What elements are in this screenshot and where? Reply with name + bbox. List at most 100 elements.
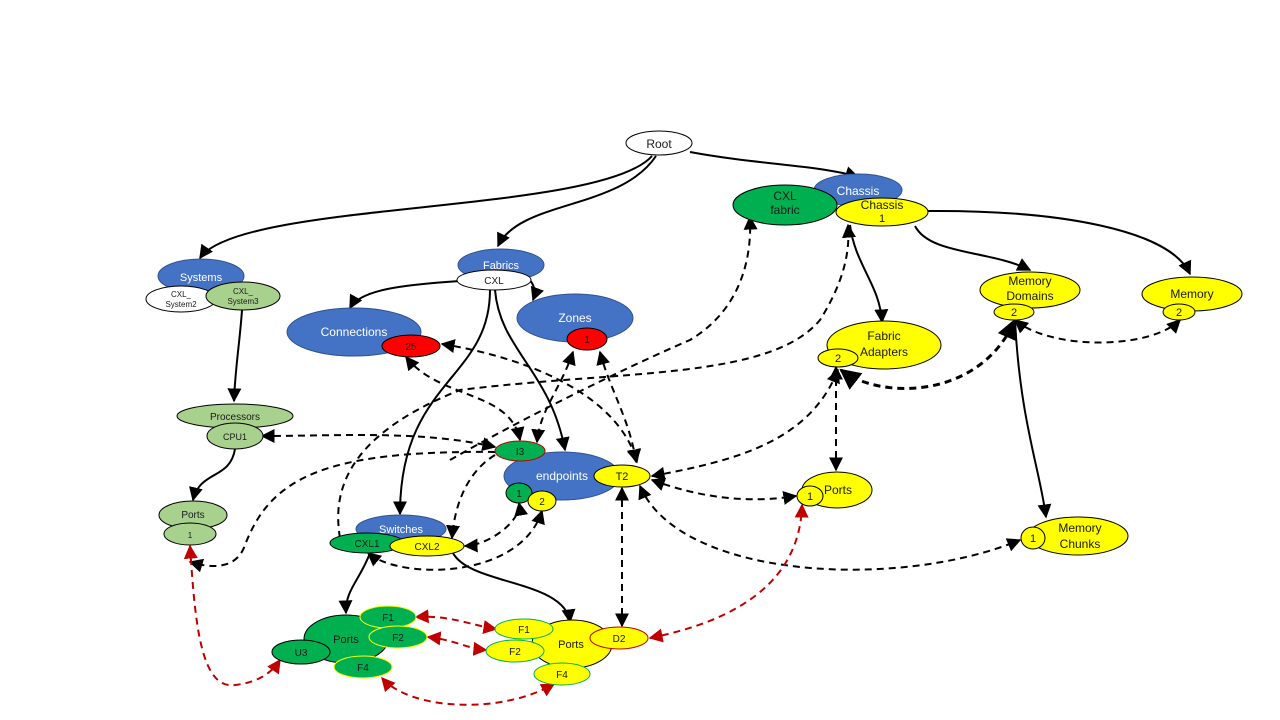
edge-root-fabrics: [497, 155, 657, 248]
cxl-system3-node[interactable]: CXL_ System3: [205, 281, 281, 311]
edges: [189, 151, 1192, 624]
edge-cxl-connections: [349, 280, 461, 310]
svg-text:1: 1: [807, 491, 813, 503]
cpu1-node[interactable]: CPU1: [206, 422, 264, 450]
svg-text:System2: System2: [165, 300, 197, 309]
edge-fabric-adapters-memdomains: [839, 318, 1018, 390]
edge-zones-t2: [596, 350, 642, 464]
svg-text:Adapters: Adapters: [860, 345, 908, 359]
chassis1-node[interactable]: Chassis 1: [835, 197, 929, 227]
svg-text:CXL_: CXL_: [171, 290, 192, 299]
edge-cxl1-ports: [338, 552, 371, 615]
u3-port[interactable]: U3: [271, 639, 331, 665]
edge-memdomains-memory: [1013, 319, 1181, 344]
t2-node[interactable]: T2: [593, 464, 651, 488]
memory-chunks-count-badge[interactable]: 1: [1020, 526, 1046, 550]
fabric-adapters-count-badge[interactable]: 2: [817, 348, 859, 368]
svg-text:Zones: Zones: [558, 311, 591, 325]
svg-text:Chassis: Chassis: [861, 198, 904, 212]
edge-systems-processors: [227, 309, 243, 403]
svg-text:2: 2: [1176, 307, 1182, 319]
connections-count-badge[interactable]: 25: [381, 334, 441, 358]
edge-zones-i3: [531, 350, 576, 444]
zones-count-badge[interactable]: 1: [566, 327, 608, 351]
svg-text:Memory: Memory: [1008, 274, 1051, 288]
red-dashed-edges: [183, 503, 809, 706]
memory-node[interactable]: Memory: [1141, 276, 1243, 312]
memory-count-badge[interactable]: 2: [1162, 303, 1196, 321]
cxl-system2-node[interactable]: CXL_ System2: [145, 285, 217, 313]
edge-t2-ports-fabric: [650, 477, 798, 505]
endpoint-1-badge[interactable]: 1: [505, 482, 533, 504]
f2-yellow-port[interactable]: F2: [485, 639, 545, 663]
f1-green-port[interactable]: F1: [359, 605, 417, 629]
svg-text:CXL2: CXL2: [414, 542, 439, 553]
edge-d2-ports-fabric: [648, 503, 809, 643]
edge-ep2-cxl1: [366, 509, 545, 571]
edge-root-chassis: [689, 151, 860, 180]
edge-chassis1-fabric-adapters: [849, 224, 889, 324]
svg-text:System3: System3: [227, 297, 259, 306]
svg-text:Memory: Memory: [1170, 287, 1213, 301]
svg-text:Chassis: Chassis: [837, 184, 880, 198]
svg-text:F1: F1: [518, 625, 530, 636]
svg-text:Root: Root: [646, 137, 672, 151]
svg-text:Chunks: Chunks: [1060, 537, 1101, 551]
root-node[interactable]: Root: [625, 130, 693, 156]
svg-text:Ports: Ports: [558, 639, 584, 651]
svg-text:2: 2: [1011, 307, 1017, 319]
svg-text:Ports: Ports: [333, 634, 359, 646]
edge-i3-cxl2: [446, 454, 496, 540]
f4-yellow-port[interactable]: F4: [533, 662, 591, 686]
svg-text:Systems: Systems: [180, 272, 223, 284]
svg-text:D2: D2: [613, 634, 626, 645]
edge-connections-endpoints: [405, 355, 525, 442]
svg-text:endpoints: endpoints: [536, 469, 588, 483]
cxl2-node[interactable]: CXL2: [389, 535, 465, 557]
edge-ports-system-u3: [183, 544, 281, 687]
svg-text:F4: F4: [556, 670, 568, 681]
memory-chunks-node[interactable]: Memory Chunks: [1027, 516, 1129, 556]
edge-memdomains-chunks: [1014, 319, 1052, 519]
endpoint-2-badge[interactable]: 2: [527, 490, 557, 512]
svg-text:I3: I3: [516, 447, 525, 458]
svg-text:CXL: CXL: [773, 189, 797, 203]
svg-text:Memory: Memory: [1058, 521, 1101, 535]
edge-f4g-f4y: [381, 676, 556, 706]
svg-text:U3: U3: [295, 648, 308, 659]
edge-endpoints-cxl-fabric: [449, 215, 758, 461]
svg-text:F1: F1: [382, 613, 394, 624]
memory-domains-count-badge[interactable]: 2: [993, 303, 1035, 321]
f4-green-port[interactable]: F4: [333, 655, 393, 679]
f1-yellow-port[interactable]: F1: [494, 618, 554, 640]
svg-text:CXL_: CXL_: [233, 287, 254, 296]
svg-text:Fabrics: Fabrics: [483, 260, 520, 272]
svg-text:1: 1: [188, 531, 193, 540]
svg-text:Fabric: Fabric: [867, 329, 900, 343]
svg-text:Ports: Ports: [824, 483, 852, 497]
svg-text:F2: F2: [392, 633, 404, 644]
edge-f1g-f1y: [414, 609, 498, 634]
svg-text:CPU1: CPU1: [223, 432, 247, 442]
d2-port[interactable]: D2: [589, 626, 649, 650]
memory-domains-node[interactable]: Memory Domains: [979, 271, 1081, 309]
cxl-node[interactable]: CXL: [456, 269, 532, 291]
edge-chassis1-memory: [927, 209, 1192, 276]
endpoints-node[interactable]: endpoints: [503, 451, 621, 501]
cxl-fabric-node[interactable]: CXL fabric: [732, 184, 838, 226]
ports-fabric-count-badge[interactable]: 1: [796, 485, 824, 507]
svg-text:F4: F4: [357, 663, 369, 674]
svg-text:CXL: CXL: [484, 276, 504, 287]
svg-text:Processors: Processors: [210, 412, 260, 423]
svg-text:fabric: fabric: [770, 203, 799, 217]
svg-text:1: 1: [584, 335, 590, 346]
edge-cxl1-chassis1: [337, 223, 856, 539]
edge-chassis1-memory-domains: [914, 225, 1032, 271]
edge-f2g-f2y: [426, 631, 488, 656]
ports-system-count-badge[interactable]: 1: [163, 522, 217, 546]
svg-text:25: 25: [405, 342, 417, 353]
i3-node[interactable]: I3: [494, 440, 546, 462]
f2-green-port[interactable]: F2: [368, 625, 428, 649]
edge-ep1-cxl2: [463, 501, 529, 553]
